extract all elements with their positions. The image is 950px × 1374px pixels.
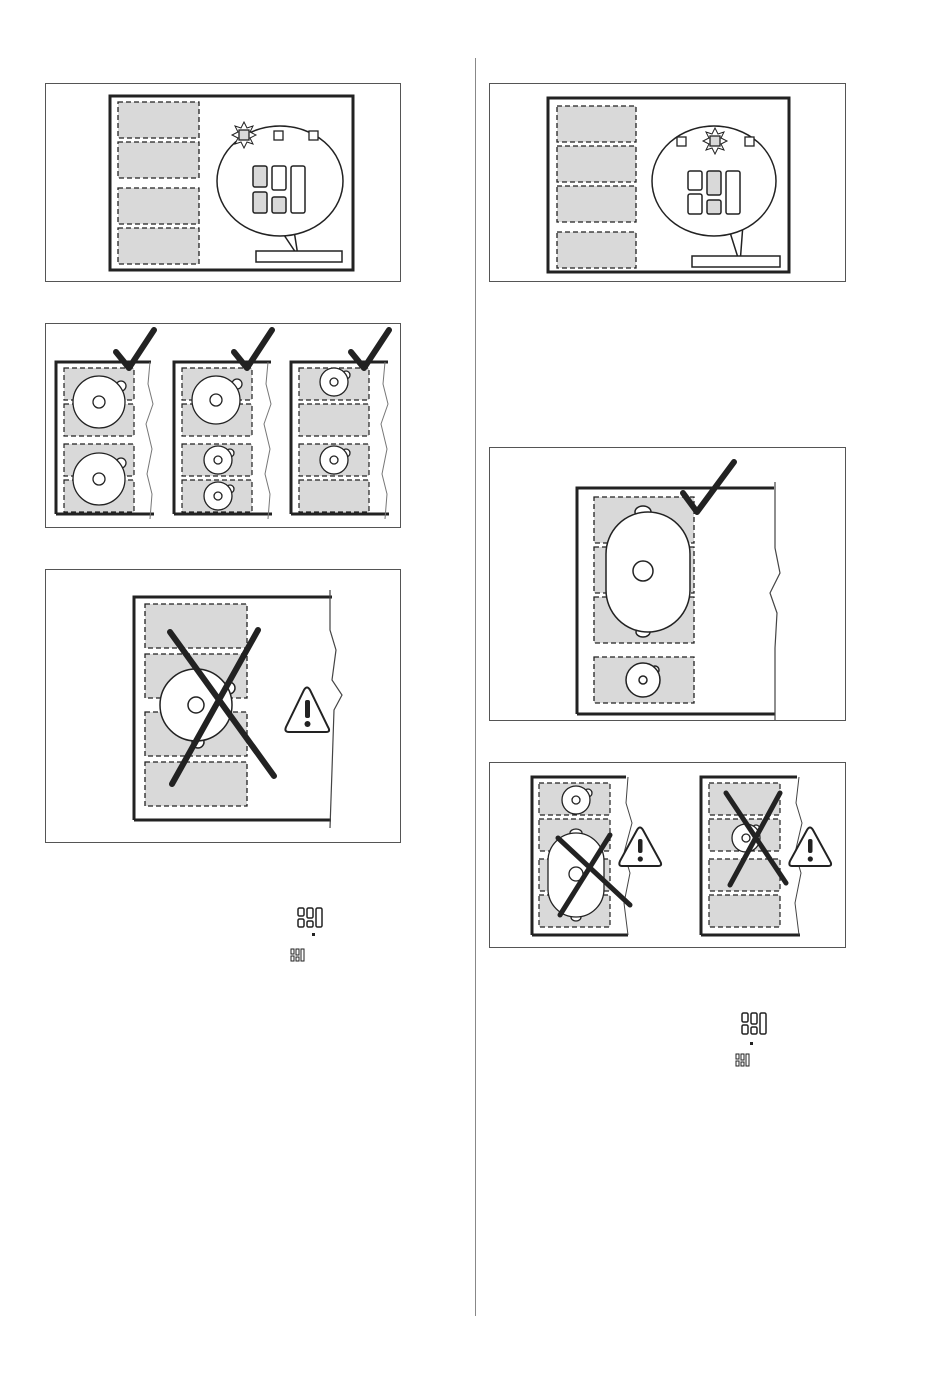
warning-icon	[285, 688, 329, 733]
figure-correct-oval-pan	[489, 447, 846, 721]
figure-incorrect-large-pot	[45, 569, 401, 843]
incorrect-large-pot-drawing	[46, 570, 402, 844]
panel-small-pots	[291, 330, 389, 519]
hob-display-right-drawing	[490, 84, 847, 283]
figure-hob-display-left	[45, 83, 401, 282]
figure-hob-display-right	[489, 83, 846, 282]
hob-display-left-drawing	[46, 84, 402, 283]
figure-correct-placements	[45, 323, 401, 528]
column-divider	[475, 58, 476, 1316]
correct-placements-drawing	[46, 324, 402, 529]
warning-icon	[789, 828, 831, 867]
panel-large-and-small-pots	[174, 330, 272, 519]
correct-oval-pan-drawing	[490, 448, 847, 722]
panel-two-large-pots	[56, 330, 154, 519]
panel-oval-wrong	[532, 777, 661, 935]
display-segments-icon	[297, 907, 325, 942]
panel-small-pot-wrong	[701, 777, 831, 935]
display-segments-small-icon	[290, 948, 306, 969]
incorrect-bridge-drawing	[490, 763, 847, 949]
display-segments-icon	[741, 1012, 769, 1053]
figure-incorrect-bridge	[489, 762, 846, 948]
display-segments-small-icon	[735, 1053, 751, 1074]
